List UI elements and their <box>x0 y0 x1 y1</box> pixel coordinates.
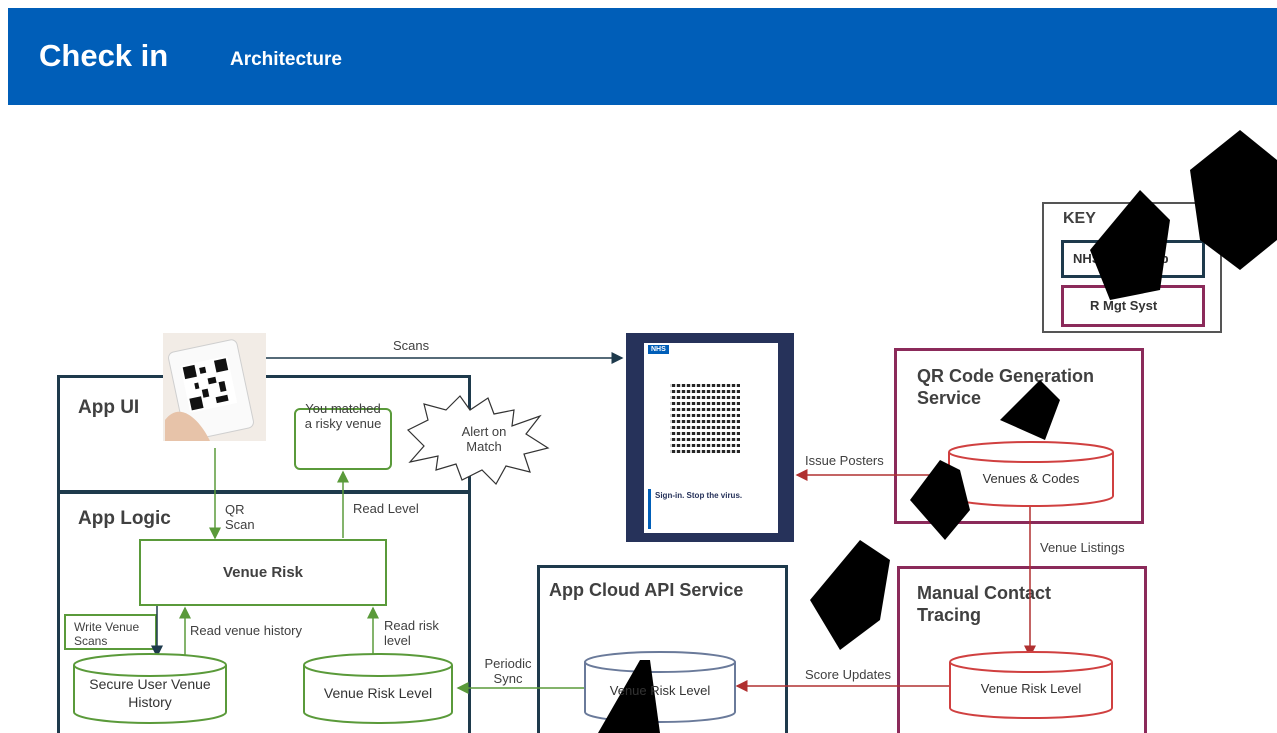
app-risk-level-label: Venue Risk Level <box>323 685 433 701</box>
venue-risk-label: Venue Risk <box>222 564 304 581</box>
score-updates-label: Score Updates <box>805 667 891 682</box>
app-ui-title: App UI <box>78 397 140 418</box>
cloud-risk-level-label: Venue Risk Level <box>609 683 711 698</box>
cloud-api-box <box>537 565 788 733</box>
qr-scan-label: QR Scan <box>225 502 255 532</box>
nhs-badge: NHS <box>648 345 669 354</box>
watermark-shapes <box>598 130 1277 733</box>
write-scans-label: Write Venue Scans <box>74 620 140 648</box>
manual-tracing-box <box>897 566 1147 733</box>
read-history-label: Read venue history <box>190 623 303 638</box>
manual-risk-cylinder <box>949 651 1113 719</box>
qr-gen-title: QR Code Generation Service <box>917 366 1095 408</box>
venue-risk-box <box>139 539 387 606</box>
key-title: KEY <box>1063 210 1096 227</box>
secure-history-label: Secure User Venue History <box>89 676 211 710</box>
secure-history-cylinder <box>73 653 227 724</box>
alert-starburst <box>406 395 550 485</box>
page-title: Check in <box>39 38 169 73</box>
key-system-label: R Mgt Syst <box>1090 298 1158 313</box>
scans-label: Scans <box>393 338 430 353</box>
qr-gen-box <box>894 348 1144 524</box>
nhs-poster-image: NHS Sign-in. Stop the virus. <box>626 333 794 542</box>
venues-codes-cylinder <box>948 441 1114 507</box>
read-level-label: Read Level <box>353 501 419 516</box>
alert-on-match-text: Alert on Match <box>461 424 507 454</box>
poster-tagline: Sign-in. Stop the virus. <box>655 491 743 500</box>
match-alert-text: You matched a risky venue <box>304 401 382 431</box>
periodic-sync-label: Periodic Sync <box>484 656 532 686</box>
match-alert-box <box>294 408 392 470</box>
cloud-api-title: App Cloud API Service <box>549 580 744 600</box>
venue-listings-label: Venue Listings <box>1040 540 1125 555</box>
header-banner: Check in Architecture <box>8 8 1277 105</box>
manual-risk-level-label: Venue Risk Level <box>980 681 1082 696</box>
phone-qr-image <box>163 333 266 441</box>
venues-codes-label: Venues & Codes <box>982 471 1080 486</box>
issue-posters-label: Issue Posters <box>805 453 884 468</box>
app-risk-cylinder <box>303 653 453 724</box>
manual-tracing-title: Manual Contact Tracing <box>917 583 1052 625</box>
app-logic-title: App Logic <box>78 508 171 529</box>
read-risk-label: Read risk level <box>384 618 439 648</box>
write-scans-box <box>64 614 157 650</box>
page-subtitle: Architecture <box>230 49 342 70</box>
app-logic-box <box>57 491 471 733</box>
